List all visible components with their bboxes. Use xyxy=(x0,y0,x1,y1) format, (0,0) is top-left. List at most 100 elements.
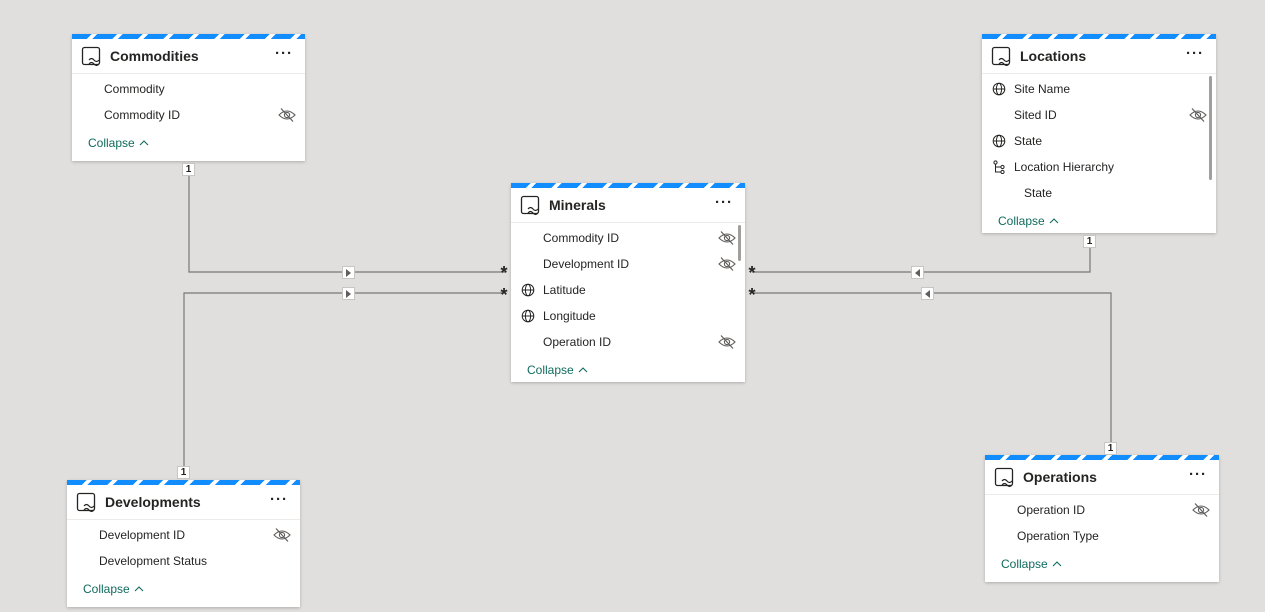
table-title: Developments xyxy=(105,494,201,510)
table-header-stripe xyxy=(67,480,300,485)
table-icon xyxy=(990,44,1014,68)
scrollbar[interactable] xyxy=(738,225,741,261)
hidden-eye-icon xyxy=(272,527,292,543)
field-row[interactable]: State xyxy=(982,180,1216,206)
table-card-minerals[interactable]: Minerals ··· Commodity ID Development ID xyxy=(511,183,745,382)
cardinality-many-developments: * xyxy=(500,285,508,305)
field-icon-placeholder xyxy=(995,529,1009,543)
table-icon xyxy=(75,490,99,514)
globe-icon xyxy=(992,82,1006,96)
collapse-label: Collapse xyxy=(88,136,135,150)
field-name: Operation ID xyxy=(1017,503,1086,517)
more-options-button[interactable]: ··· xyxy=(1189,466,1207,483)
filter-direction-left-icon[interactable] xyxy=(911,266,924,279)
globe-icon xyxy=(521,309,535,323)
table-header[interactable]: Locations ··· xyxy=(982,39,1216,74)
table-title: Locations xyxy=(1020,48,1087,64)
more-options-button[interactable]: ··· xyxy=(1186,45,1204,62)
relationship-line-locations-minerals xyxy=(752,241,1091,273)
field-name: Commodity xyxy=(104,82,165,96)
table-header[interactable]: Operations ··· xyxy=(985,460,1219,495)
field-icon-placeholder xyxy=(77,528,91,542)
relationship-line-operations-minerals xyxy=(752,292,1112,448)
field-list: Commodity Commodity ID xyxy=(72,74,305,128)
hidden-eye-icon xyxy=(717,334,737,350)
filter-direction-right-icon[interactable] xyxy=(342,287,355,300)
hidden-eye-icon xyxy=(1191,502,1211,518)
field-row[interactable]: Site Name xyxy=(982,76,1216,102)
table-header-stripe xyxy=(72,34,305,39)
field-icon-placeholder xyxy=(521,231,535,245)
field-list: Operation ID Operation Type xyxy=(985,495,1219,549)
table-header-stripe xyxy=(511,183,745,188)
field-list: Site Name Sited ID State Location Hierar… xyxy=(982,74,1216,206)
hidden-eye-icon xyxy=(277,107,297,123)
globe-icon xyxy=(521,283,535,297)
field-row[interactable]: Commodity ID xyxy=(511,225,745,251)
collapse-link[interactable]: Collapse xyxy=(72,128,305,153)
table-icon xyxy=(519,193,543,217)
collapse-link[interactable]: Collapse xyxy=(511,355,745,380)
chevron-up-icon xyxy=(139,139,149,147)
field-icon-placeholder xyxy=(521,257,535,271)
field-name: Development Status xyxy=(99,554,208,568)
field-row[interactable]: Sited ID xyxy=(982,102,1216,128)
filter-direction-right-icon[interactable] xyxy=(342,266,355,279)
field-row[interactable]: Commodity ID xyxy=(72,102,305,128)
field-row[interactable]: Operation Type xyxy=(985,523,1219,549)
table-card-developments[interactable]: Developments ··· Development ID Developm… xyxy=(67,480,300,607)
field-icon-placeholder xyxy=(992,108,1006,122)
field-row[interactable]: Development ID xyxy=(511,251,745,277)
field-row[interactable]: Operation ID xyxy=(511,329,745,355)
field-row[interactable]: State xyxy=(982,128,1216,154)
collapse-link[interactable]: Collapse xyxy=(67,574,300,599)
field-name: Site Name xyxy=(1014,82,1071,96)
field-icon-placeholder xyxy=(77,554,91,568)
hidden-eye-icon xyxy=(717,256,737,272)
collapse-label: Collapse xyxy=(998,214,1045,228)
table-header[interactable]: Commodities ··· xyxy=(72,39,305,74)
table-header[interactable]: Minerals ··· xyxy=(511,188,745,223)
collapse-label: Collapse xyxy=(1001,557,1048,571)
table-title: Minerals xyxy=(549,197,606,213)
table-header-stripe xyxy=(982,34,1216,39)
more-options-button[interactable]: ··· xyxy=(715,194,733,211)
table-header[interactable]: Developments ··· xyxy=(67,485,300,520)
field-row[interactable]: Development Status xyxy=(67,548,300,574)
field-row[interactable]: Longitude xyxy=(511,303,745,329)
chevron-up-icon xyxy=(134,585,144,593)
collapse-link[interactable]: Collapse xyxy=(982,206,1216,231)
scrollbar[interactable] xyxy=(1209,76,1212,180)
chevron-up-icon xyxy=(1052,560,1062,568)
cardinality-many-commodities: * xyxy=(500,263,508,283)
field-name: State xyxy=(1024,186,1053,200)
field-name: Location Hierarchy xyxy=(1014,160,1115,174)
collapse-link[interactable]: Collapse xyxy=(985,549,1219,574)
relationship-line-commodities-minerals xyxy=(188,170,505,273)
field-name: Operation Type xyxy=(1017,529,1099,543)
field-name: Commodity ID xyxy=(104,108,181,122)
field-row[interactable]: Operation ID xyxy=(985,497,1219,523)
field-icon-placeholder xyxy=(82,108,96,122)
table-header-stripe xyxy=(985,455,1219,460)
filter-direction-left-icon[interactable] xyxy=(921,287,934,300)
cardinality-many-locations: * xyxy=(748,263,756,283)
field-name: Commodity ID xyxy=(543,231,620,245)
table-card-locations[interactable]: Locations ··· Site Name Sited ID State xyxy=(982,34,1216,233)
table-card-operations[interactable]: Operations ··· Operation ID Operation Ty… xyxy=(985,455,1219,582)
table-card-commodities[interactable]: Commodities ··· Commodity Commodity ID C… xyxy=(72,34,305,161)
field-row[interactable]: Latitude xyxy=(511,277,745,303)
cardinality-one-operations: 1 xyxy=(1104,442,1117,455)
hidden-eye-icon xyxy=(1188,107,1208,123)
field-name: Latitude xyxy=(543,283,586,297)
cardinality-one-commodities: 1 xyxy=(182,163,195,176)
more-options-button[interactable]: ··· xyxy=(275,45,293,62)
field-row[interactable]: Development ID xyxy=(67,522,300,548)
field-row[interactable]: Location Hierarchy xyxy=(982,154,1216,180)
field-row[interactable]: Commodity xyxy=(72,76,305,102)
collapse-label: Collapse xyxy=(83,582,130,596)
field-icon-placeholder xyxy=(995,503,1009,517)
more-options-button[interactable]: ··· xyxy=(270,491,288,508)
